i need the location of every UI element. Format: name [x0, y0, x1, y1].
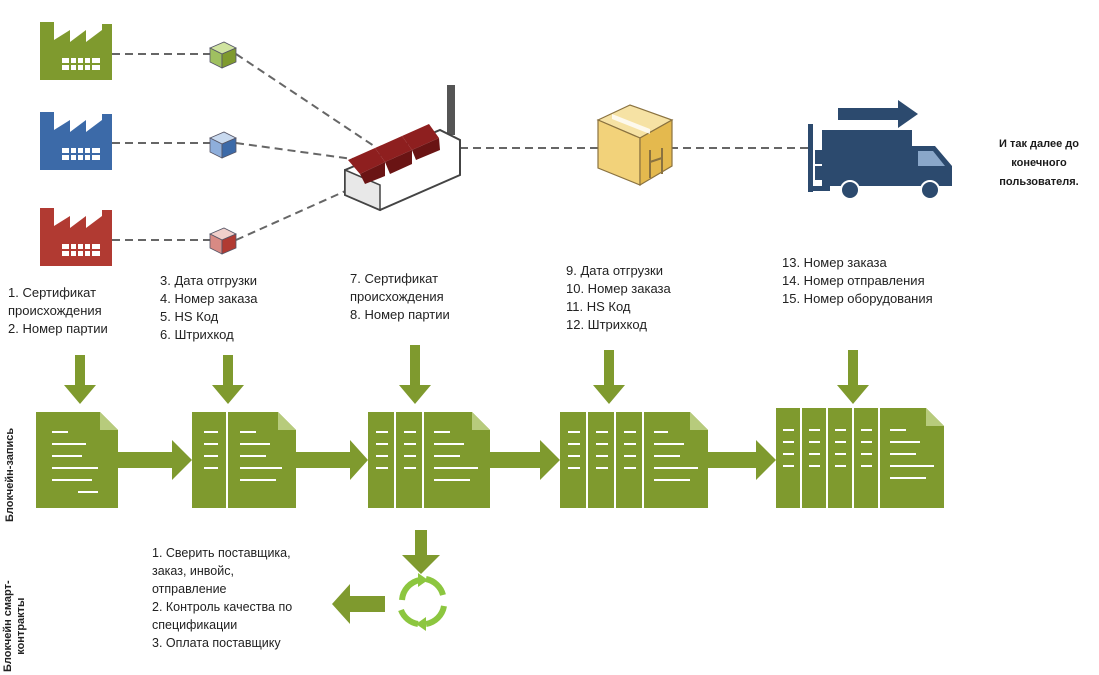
- end-text-line: пользователя.: [999, 176, 1079, 188]
- end-text-line: И так далее до: [999, 138, 1079, 150]
- small-box-green-icon: [209, 41, 237, 69]
- stage-line: 13. Номер заказа: [782, 255, 887, 270]
- blockchain-record-label: Блокчейн-запись: [4, 428, 17, 522]
- smart-contracts-label: Блокчейн смарт- контракты: [2, 580, 28, 672]
- input-arrows: [64, 345, 869, 404]
- stage-line: 6. Штрихкод: [160, 327, 234, 342]
- stage-line: 12. Штрихкод: [566, 317, 647, 332]
- stage-line: происхождения: [8, 303, 102, 318]
- ledger-block-3: [368, 412, 490, 508]
- end-user-text: И так далее до конечного пользователя.: [978, 135, 1099, 192]
- ledger-block-2: [192, 412, 296, 508]
- small-box-red-icon: [209, 227, 237, 255]
- stage-line: 11. HS Код: [566, 299, 631, 314]
- factory-green-icon: [40, 22, 112, 80]
- stage-line: происхождения: [350, 289, 444, 304]
- ledger-block-1: [36, 412, 118, 508]
- stage-2-text: 3. Дата отгрузки 4. Номер заказа 5. HS К…: [160, 272, 258, 344]
- step-line: спецификации: [152, 618, 238, 632]
- manufacturer-factory-icon: [344, 85, 461, 212]
- smart-contract-arrow-down: [402, 530, 440, 574]
- stage-line: 2. Номер партии: [8, 321, 108, 336]
- step-line: заказ, инвойс,: [152, 564, 234, 578]
- step-line: 2. Контроль качества по: [152, 600, 293, 614]
- stage-line: 8. Номер партии: [350, 307, 450, 322]
- factory-blue-icon: [40, 112, 112, 170]
- stage-line: 5. HS Код: [160, 309, 219, 324]
- stage-5-text: 13. Номер заказа 14. Номер отправления 1…: [782, 254, 933, 308]
- shipment-box-icon: [596, 104, 674, 187]
- row-label-text: контракты: [15, 597, 27, 655]
- step-line: 3. Оплата поставщику: [152, 636, 281, 650]
- stage-line: 15. Номер оборудования: [782, 291, 933, 306]
- row-label-text: Блокчейн смарт-: [2, 580, 14, 672]
- stage-line: 4. Номер заказа: [160, 291, 258, 306]
- stage-line: 14. Номер отправления: [782, 273, 925, 288]
- delivery-truck-icon: [808, 100, 952, 200]
- ledger-block-4: [560, 412, 708, 508]
- row-label-text: Блокчейн-запись: [4, 427, 16, 522]
- smart-contract-cycle-icon: [398, 576, 447, 627]
- stage-line: 3. Дата отгрузки: [160, 273, 257, 288]
- chain-arrows: [118, 440, 776, 480]
- step-line: отправление: [152, 582, 227, 596]
- stage-1-text: 1. Сертификат происхождения 2. Номер пар…: [8, 284, 108, 338]
- stage-line: 10. Номер заказа: [566, 281, 671, 296]
- end-text-line: конечного: [1011, 157, 1067, 169]
- step-line: 1. Сверить поставщика,: [152, 546, 291, 560]
- stage-line: 1. Сертификат: [8, 285, 97, 300]
- stage-4-text: 9. Дата отгрузки 10. Номер заказа 11. HS…: [566, 262, 671, 334]
- stage-line: 7. Сертификат: [350, 271, 439, 286]
- smart-contract-steps: 1. Сверить поставщика, заказ, инвойс, от…: [152, 544, 292, 652]
- factory-red-icon: [40, 208, 112, 266]
- smart-contract-arrow-left: [332, 584, 385, 624]
- stage-3-text: 7. Сертификат происхождения 8. Номер пар…: [350, 270, 450, 324]
- small-box-blue-icon: [209, 131, 237, 159]
- ledger-block-5: [776, 408, 944, 508]
- stage-line: 9. Дата отгрузки: [566, 263, 663, 278]
